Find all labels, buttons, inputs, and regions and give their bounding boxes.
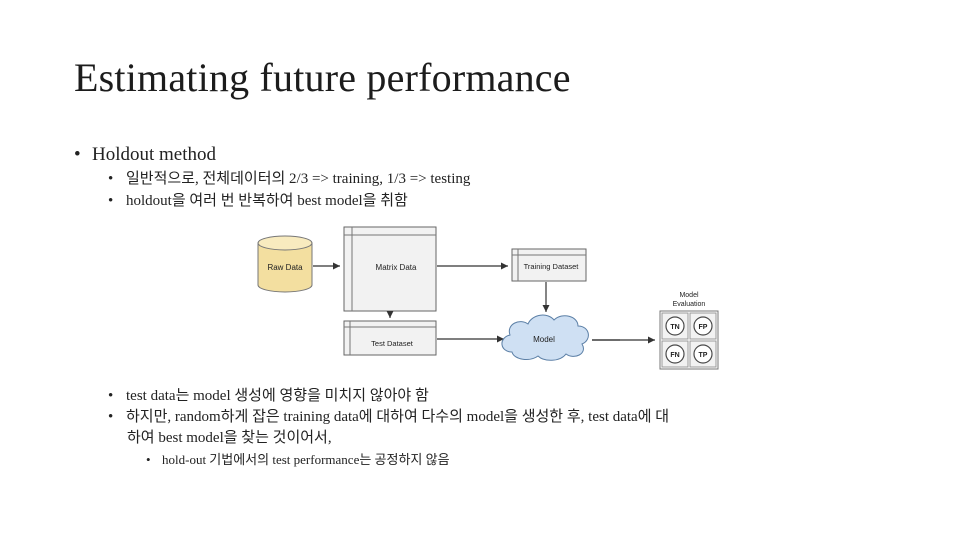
raw-data-cylinder: Raw Data xyxy=(257,235,313,293)
cell-tn: TN xyxy=(670,324,679,331)
bullet-holdout: • Holdout method xyxy=(74,144,216,166)
matrix-data-box: Matrix Data xyxy=(343,226,437,312)
cell-fn: FN xyxy=(670,352,679,359)
bullet-marker: • xyxy=(74,144,81,165)
sub-bullet-split: • 일반적으로, 전체데이터의 2/3 => training, 1/3 => t… xyxy=(108,170,470,188)
sub-sub-bullet-holdout-text: hold-out 기법에서의 test performance는 공정하지 않음 xyxy=(162,452,450,467)
model-label: Model xyxy=(533,335,555,344)
bullet-marker: • xyxy=(146,452,151,467)
model-eval-title-1: Model xyxy=(679,292,699,299)
sub-bullet-however-text: 하지만, random하게 잡은 training data에 대하여 다수의 … xyxy=(126,409,670,425)
sub-bullet-however-continued: 하여 best model을 찾는 것이어서, xyxy=(127,430,332,446)
cell-fp: FP xyxy=(699,324,708,331)
model-evaluation: Model Evaluation TN FP FN TP xyxy=(659,292,719,370)
raw-data-label: Raw Data xyxy=(267,263,303,272)
sub-bullet-repeat-text: holdout을 여러 번 반복하여 best model을 취함 xyxy=(126,193,408,209)
sub-bullet-test-data: • test data는 model 생성에 영향을 미치지 않아야 함 xyxy=(108,387,429,405)
sub-bullet-test-data-text: test data는 model 생성에 영향을 미치지 않아야 함 xyxy=(126,388,429,404)
test-dataset-box: Test Dataset xyxy=(343,320,437,356)
matrix-data-label: Matrix Data xyxy=(376,263,417,272)
training-dataset-box: Training Dataset xyxy=(511,248,587,282)
bullet-marker: • xyxy=(108,171,114,187)
sub-bullet-repeat: • holdout을 여러 번 반복하여 best model을 취함 xyxy=(108,192,408,210)
model-cloud: Model xyxy=(501,314,589,361)
bullet-marker: • xyxy=(108,388,114,404)
bullet-marker: • xyxy=(108,193,114,209)
sub-sub-bullet-holdout: • hold-out 기법에서의 test performance는 공정하지 않… xyxy=(146,449,450,468)
model-eval-title-2: Evaluation xyxy=(673,301,706,308)
test-dataset-label: Test Dataset xyxy=(371,339,414,348)
training-dataset-label: Training Dataset xyxy=(524,262,580,271)
bullet-marker: • xyxy=(108,409,114,425)
slide-title: Estimating future performance xyxy=(74,55,571,100)
cell-tp: TP xyxy=(699,352,708,359)
sub-bullet-split-text: 일반적으로, 전체데이터의 2/3 => training, 1/3 => te… xyxy=(126,171,471,187)
bullet-holdout-text: Holdout method xyxy=(92,144,217,165)
sub-bullet-however: • 하지만, random하게 잡은 training data에 대하여 다수의… xyxy=(108,408,669,426)
